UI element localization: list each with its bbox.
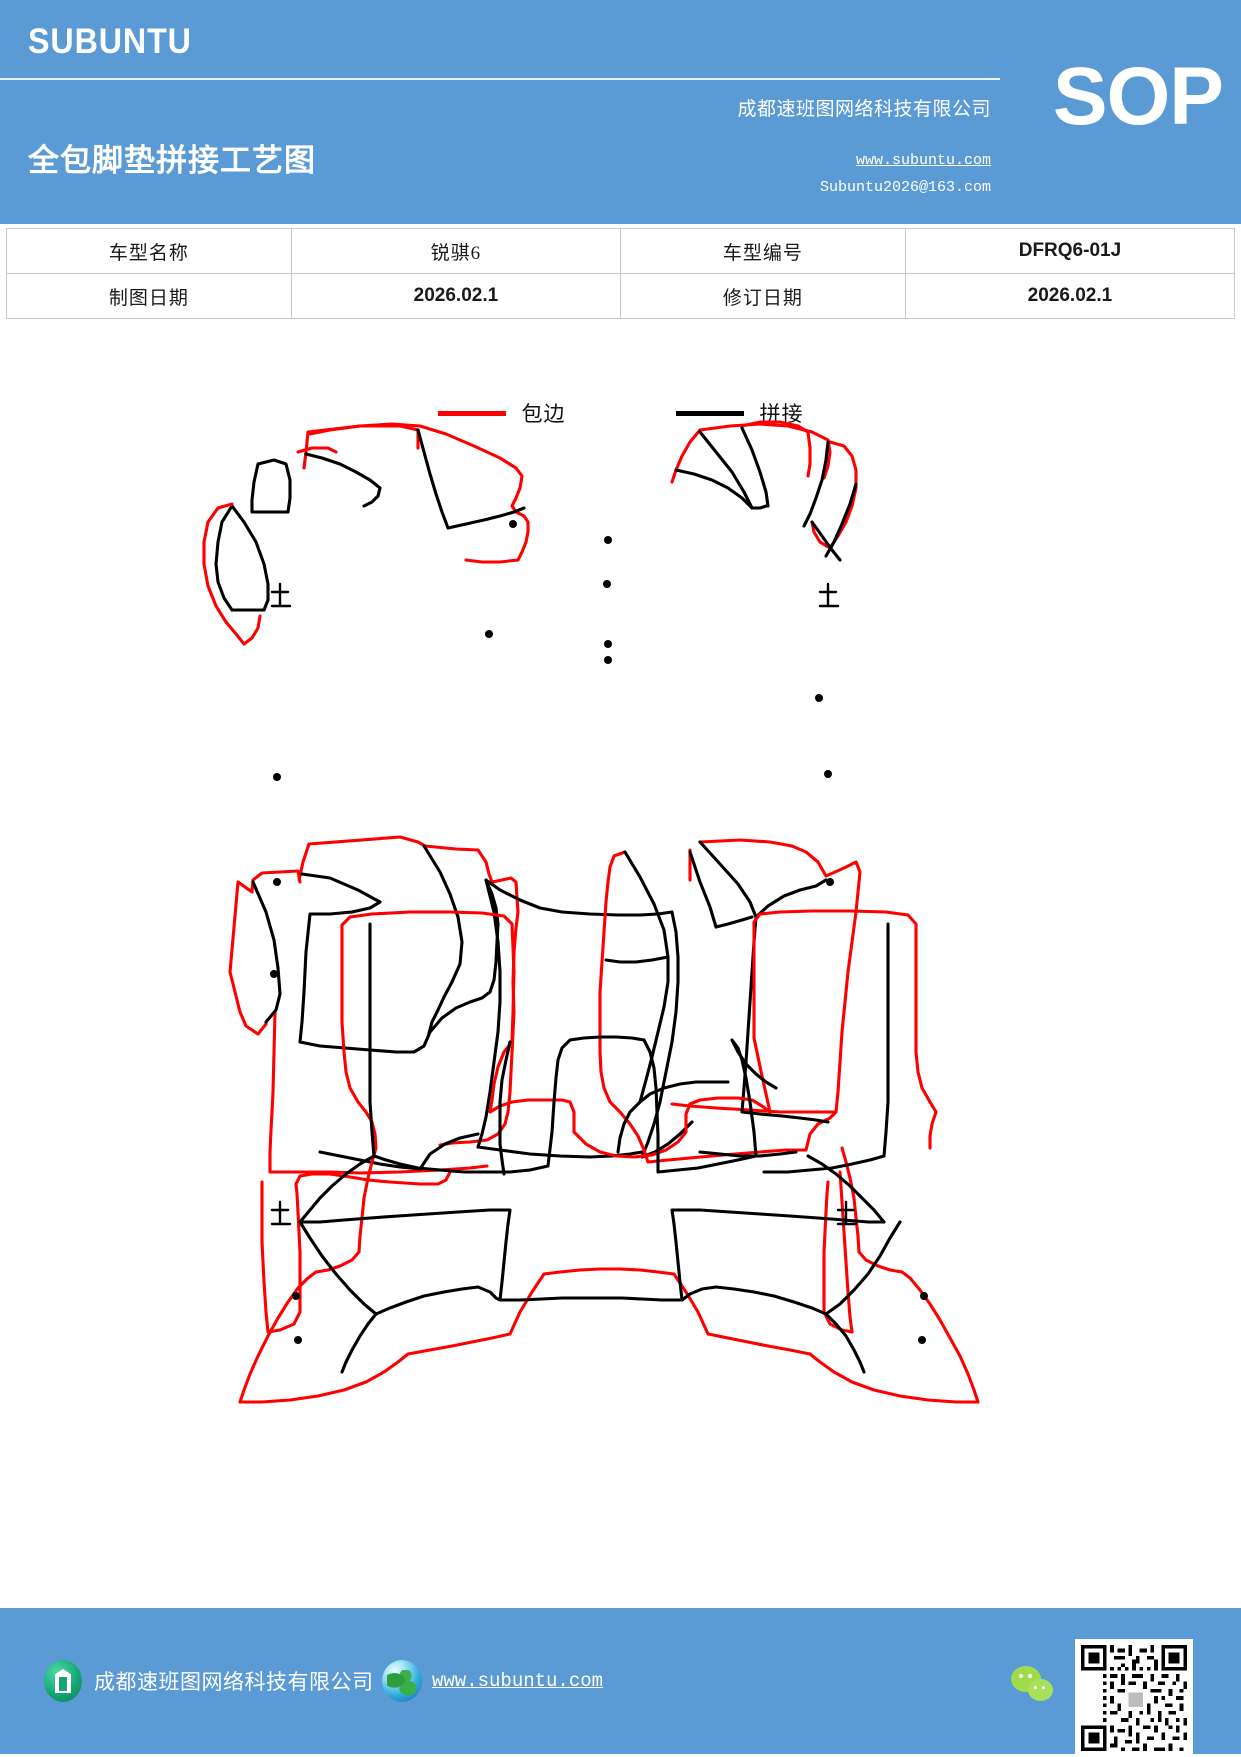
grommet-dot xyxy=(273,773,281,781)
front-right-upper-panels xyxy=(698,426,858,562)
front-left-mat-piece xyxy=(228,835,694,1334)
grommet-dots-front xyxy=(270,520,834,978)
splice-lines-rear xyxy=(298,922,902,1374)
page-header: SUBUNTU 全包脚垫拼接工艺图 成都速班图网络科技有限公司 www.subu… xyxy=(0,0,1241,224)
front-left-upper-splices xyxy=(304,428,526,530)
grommet-dot xyxy=(604,640,612,648)
brand-logo: SUBUNTU xyxy=(28,22,192,61)
building-icon xyxy=(44,1660,82,1702)
pattern-drawing xyxy=(0,412,1241,1412)
legend-swatch-black-icon xyxy=(675,410,744,416)
wechat-icon xyxy=(1011,1666,1057,1704)
grommet-dot xyxy=(509,520,517,528)
splice-lines-right xyxy=(604,840,830,1158)
footer-company: 成都速班图网络科技有限公司 xyxy=(44,1660,374,1702)
binding-left-small-panel xyxy=(202,502,262,646)
grommet-dot xyxy=(270,970,278,978)
table-row: 车型名称 锐骐6 车型编号 DFRQ6-01J xyxy=(6,228,1236,274)
binding-right-top-panel xyxy=(740,420,812,478)
footer-website-link[interactable]: www.subuntu.com xyxy=(432,1670,604,1692)
header-email[interactable]: Subuntu2026@163.com xyxy=(819,179,991,196)
binding-left-top-panel-2 xyxy=(296,446,338,454)
grommet-dot xyxy=(603,580,611,588)
wechat-eye xyxy=(1028,1674,1032,1678)
document-title: 全包脚垫拼接工艺图 xyxy=(28,143,316,178)
grommet-dot xyxy=(824,770,832,778)
legend-swatch-red-icon xyxy=(437,410,506,416)
value-draw-date: 2026.02.1 xyxy=(290,273,621,319)
legend-label-binding: 包边 xyxy=(521,402,566,426)
label-draw-date: 制图日期 xyxy=(6,273,292,319)
grommet-dot xyxy=(815,694,823,702)
front-left-upper-panels xyxy=(214,458,292,612)
binding-outline-rear xyxy=(238,909,980,1404)
grommet-dot xyxy=(273,878,281,886)
value-model-code: DFRQ6-01J xyxy=(904,228,1236,274)
wechat-eye xyxy=(1042,1686,1045,1689)
grommet-dot xyxy=(485,630,493,638)
table-row: 制图日期 2026.02.1 修订日期 2026.02.1 xyxy=(6,273,1236,319)
grommet-dot xyxy=(604,536,612,544)
grommet-dot xyxy=(918,1336,926,1344)
label-model-name: 车型名称 xyxy=(6,228,292,274)
front-right-upper-splices xyxy=(674,440,830,528)
front-right-mat-piece xyxy=(598,838,862,1334)
grommet-dot xyxy=(604,656,612,664)
header-company-name: 成都速班图网络科技有限公司 xyxy=(737,99,991,120)
wechat-eye xyxy=(1019,1674,1023,1678)
footer-company-name: 成都速班图网络科技有限公司 xyxy=(94,1670,374,1694)
vehicle-info-table: 车型名称 锐骐6 车型编号 DFRQ6-01J 制图日期 2026.02.1 修… xyxy=(6,228,1236,319)
grommet-dot xyxy=(292,1292,300,1300)
grommet-dot xyxy=(294,1336,302,1344)
globe-icon xyxy=(382,1660,422,1702)
orientation-marker xyxy=(270,582,858,1226)
wechat-bubble-small xyxy=(1028,1679,1053,1701)
label-model-code: 车型编号 xyxy=(619,228,906,274)
label-revision-date: 修订日期 xyxy=(619,273,906,319)
wechat-eye xyxy=(1034,1686,1037,1689)
footer-website[interactable]: www.subuntu.com xyxy=(382,1660,603,1702)
grommet-dot xyxy=(826,878,834,886)
grommet-dot xyxy=(920,1292,928,1300)
binding-left-upper-region xyxy=(308,422,530,564)
rear-mat-piece xyxy=(238,909,980,1404)
value-revision-date: 2026.02.1 xyxy=(904,273,1236,319)
header-website-link[interactable]: www.subuntu.com xyxy=(855,152,991,169)
header-divider xyxy=(0,78,1000,80)
qr-code xyxy=(1075,1639,1193,1757)
binding-outline-left xyxy=(228,835,520,1334)
sop-badge: SOP xyxy=(1052,51,1224,142)
value-model-name: 锐骐6 xyxy=(290,228,621,274)
legend-item-binding: 包边 xyxy=(437,398,566,428)
